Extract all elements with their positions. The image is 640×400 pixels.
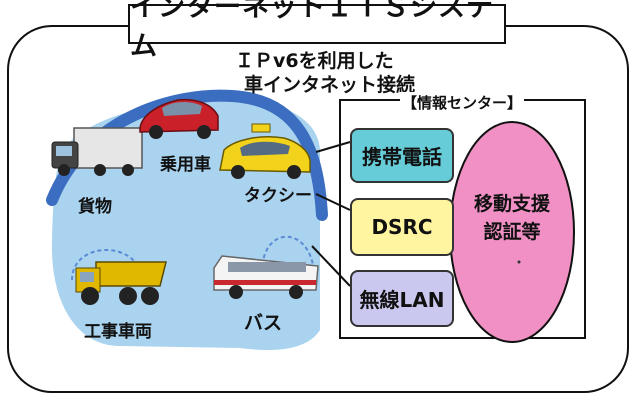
car-label: 乗用車 [160, 155, 211, 175]
link-taxi-dsrc [315, 193, 351, 211]
taxi-label: タクシー [244, 186, 312, 206]
cargo-truck-icon [51, 127, 143, 176]
wireless-lan-box: 無線LAN [350, 270, 454, 327]
mobile-phone-box: 携帯電話 [350, 128, 454, 183]
dump-truck-icon [75, 261, 167, 305]
services-text: 移動支援 認証等 [452, 190, 572, 246]
work-vehicle-label: 工事車両 [84, 322, 152, 342]
bus-label: バス [244, 312, 283, 334]
cargo-label: 貨物 [78, 197, 112, 217]
connection-label: 車インタネット接続 [244, 74, 416, 96]
ipv6-label: ＩＰv6を利用した [235, 50, 394, 72]
oval-dot [517, 260, 521, 264]
dsrc-box: DSRC [350, 198, 454, 256]
radio-dome-work [71, 249, 143, 281]
bus-icon [213, 255, 319, 299]
link-taxi-phone [315, 141, 351, 153]
taxi-icon [219, 123, 311, 179]
service-authentication: 認証等 [483, 221, 541, 243]
info-center-label: 【情報センター】 [400, 92, 525, 113]
diagram-title: インターネットＩＴＳシステム [128, 0, 506, 62]
link-bus-lan [311, 245, 351, 287]
service-mobility-support: 移動支援 [473, 193, 550, 215]
passenger-car-icon [139, 98, 219, 139]
